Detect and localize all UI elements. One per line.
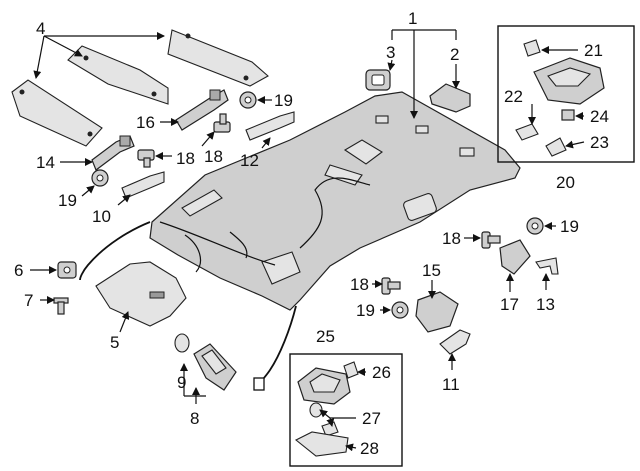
bolt-18-lower — [137, 149, 155, 168]
callout-13: 13 — [536, 295, 555, 314]
callout-15: 15 — [422, 261, 441, 280]
lamp-8 — [193, 343, 237, 391]
callout-17: 17 — [500, 295, 519, 314]
callout-27: 27 — [362, 409, 381, 428]
callout-10: 10 — [92, 207, 111, 226]
nut-19-left-bottom — [91, 169, 109, 187]
dome-lamp-housing — [533, 57, 605, 105]
bracket-14 — [91, 135, 135, 171]
grab-handle-12 — [245, 111, 295, 141]
callout-28: 28 — [360, 439, 379, 458]
callout-18-right-top: 18 — [442, 229, 461, 248]
bolt-18-upper — [213, 113, 231, 133]
callout-22: 22 — [504, 87, 523, 106]
callout-16: 16 — [136, 113, 155, 132]
grab-handle-11 — [439, 329, 471, 355]
trim-pad-middle — [67, 45, 169, 105]
callout-18-upper: 18 — [204, 147, 223, 166]
bulb-9 — [174, 333, 190, 353]
nut-19-right-top — [526, 217, 544, 235]
bulb-21 — [523, 39, 541, 57]
callout-25: 25 — [316, 327, 335, 346]
callout-19-left: 19 — [58, 191, 77, 210]
cover-3 — [365, 69, 391, 91]
callout-11: 11 — [442, 375, 460, 394]
grab-handle-10 — [121, 171, 165, 199]
callout-19-right: 19 — [560, 217, 579, 236]
clip-6 — [57, 261, 77, 279]
nut-19-left-top — [239, 91, 257, 109]
bracket-16 — [175, 89, 229, 131]
callout-14: 14 — [36, 153, 55, 172]
sunvisor-5 — [95, 261, 187, 327]
trim-pad-top — [167, 29, 269, 87]
trim-pad-left — [11, 79, 103, 147]
bracket-15 — [415, 291, 459, 333]
callout-20: 20 — [556, 173, 575, 192]
callout-9: 9 — [177, 373, 186, 392]
lens-28 — [294, 431, 349, 457]
callout-7: 7 — [24, 291, 33, 310]
detail-box-20 — [497, 25, 635, 163]
lens-23 — [545, 137, 567, 157]
callout-6: 6 — [14, 261, 23, 280]
callout-19-top: 19 — [274, 91, 293, 110]
callout-12: 12 — [240, 151, 259, 170]
grab-handle-13 — [535, 257, 559, 275]
callout-8: 8 — [190, 409, 199, 428]
callout-21: 21 — [584, 41, 603, 60]
callout-26: 26 — [372, 363, 391, 382]
bulb-27 — [309, 402, 339, 437]
callout-1: 1 — [408, 9, 417, 28]
callout-19-mid: 19 — [356, 301, 375, 320]
callout-5: 5 — [110, 333, 119, 352]
nut-19-right-mid — [391, 301, 409, 319]
callout-23: 23 — [590, 133, 609, 152]
headliner-panel — [149, 91, 521, 311]
detail-box-25 — [289, 353, 403, 467]
switch-24 — [561, 109, 575, 121]
bolt-18-right-top — [481, 231, 501, 249]
callout-4: 4 — [36, 19, 45, 38]
callout-18-right-mid: 18 — [350, 275, 369, 294]
lens-22 — [515, 123, 539, 141]
callout-18-left: 18 — [176, 149, 195, 168]
bolt-18-right-mid — [381, 277, 401, 295]
callout-2: 2 — [450, 45, 459, 64]
screw-7 — [53, 297, 69, 315]
callout-24: 24 — [590, 107, 609, 126]
leader-lines — [30, 29, 585, 452]
callout-labels: 1 2 3 4 5 6 7 8 9 10 11 12 13 14 15 16 1… — [14, 9, 609, 458]
map-lamp-housing — [297, 367, 351, 405]
wiring-harness — [79, 221, 297, 391]
bracket-17 — [499, 239, 531, 275]
callout-3: 3 — [386, 43, 395, 62]
bracket-2 — [429, 83, 471, 113]
